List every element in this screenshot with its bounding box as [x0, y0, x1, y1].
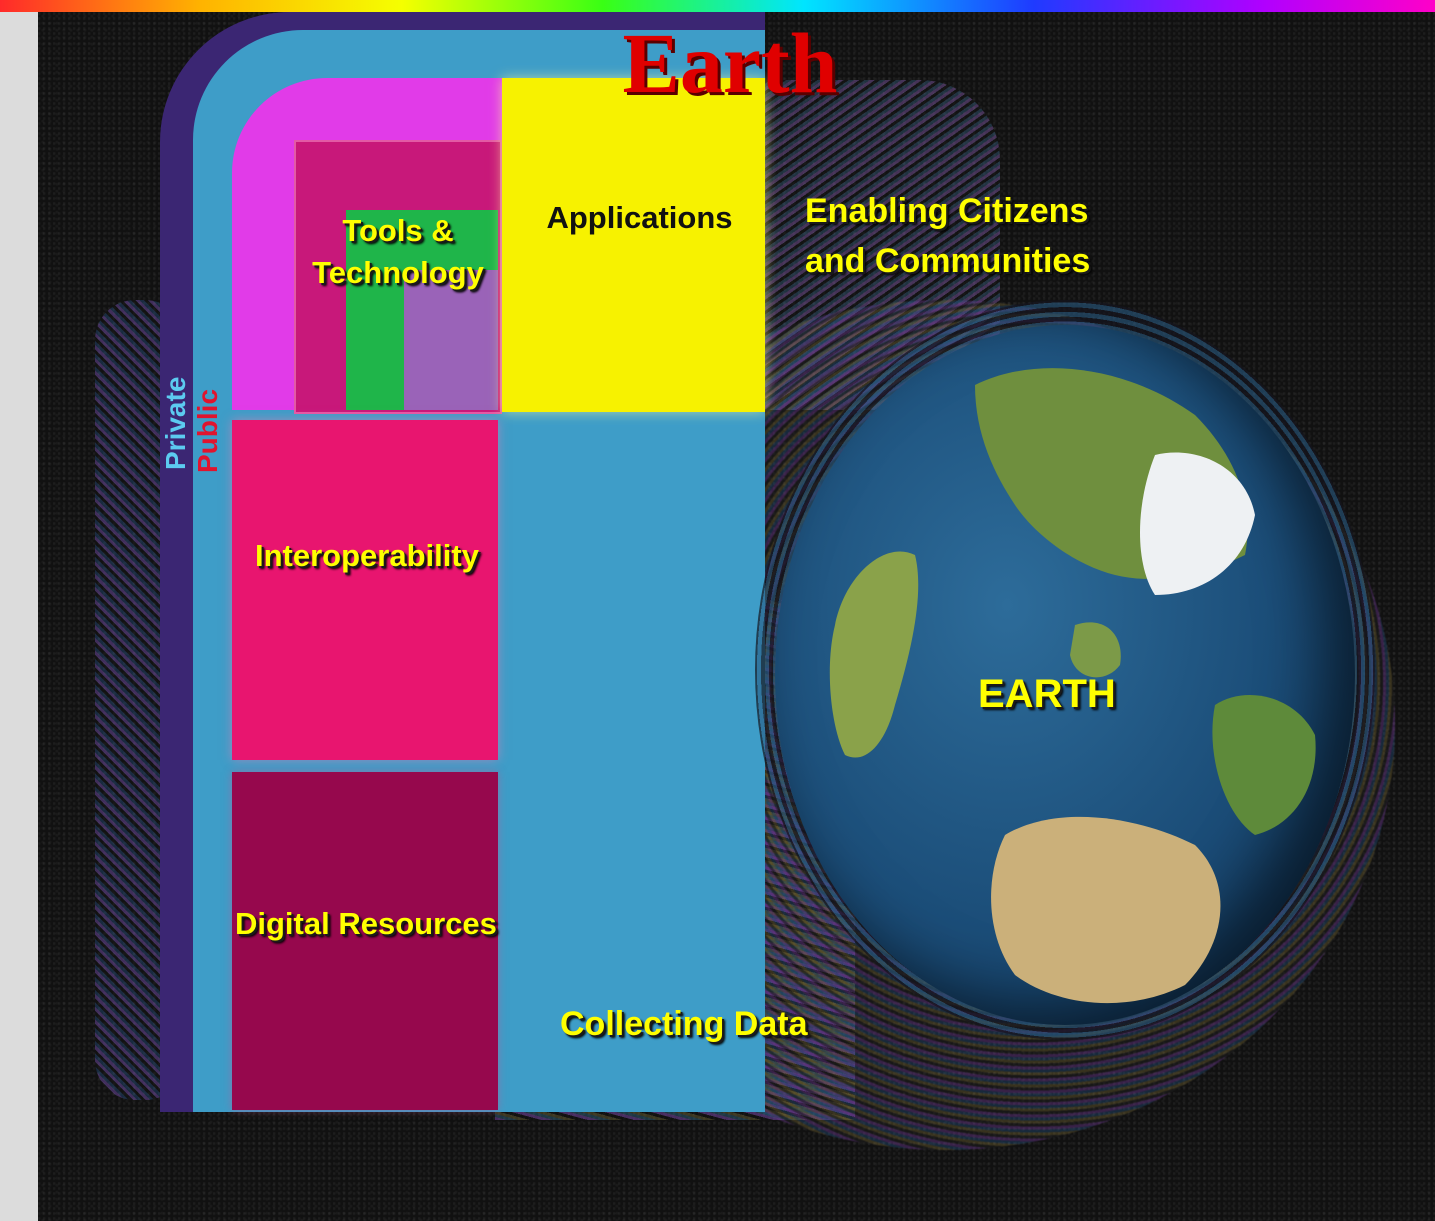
interoperability-box: [232, 420, 498, 760]
applications-box: [502, 78, 765, 412]
left-margin-strip: [0, 12, 38, 1221]
collecting-data-label: Collecting Data: [560, 1005, 808, 1043]
tools-technology-label: Tools & Technology: [312, 213, 484, 290]
private-band-label: Private: [160, 376, 191, 470]
enabling-line-2: and Communities: [805, 242, 1091, 280]
globe-landmass: [829, 368, 1316, 1004]
tools-box-inner: [404, 270, 498, 410]
vertical-band-labels: Private Public: [160, 340, 232, 480]
rainbow-top-bar: [0, 0, 1435, 12]
digital-resources-box: [232, 772, 498, 1110]
public-band-label: Public: [192, 388, 223, 473]
applications-label: Applications: [546, 200, 733, 235]
digital-resources-label: Digital Resources: [235, 906, 497, 941]
globe-earth-label: EARTH: [978, 672, 1116, 716]
earth-globe-image: [775, 325, 1355, 1025]
diagram-title: Earth: [622, 15, 838, 111]
enabling-citizens-label: Enabling Citizens and Communities: [805, 186, 1090, 286]
enabling-line-1: Enabling Citizens: [805, 192, 1089, 230]
interoperability-label: Interoperability: [255, 538, 479, 573]
